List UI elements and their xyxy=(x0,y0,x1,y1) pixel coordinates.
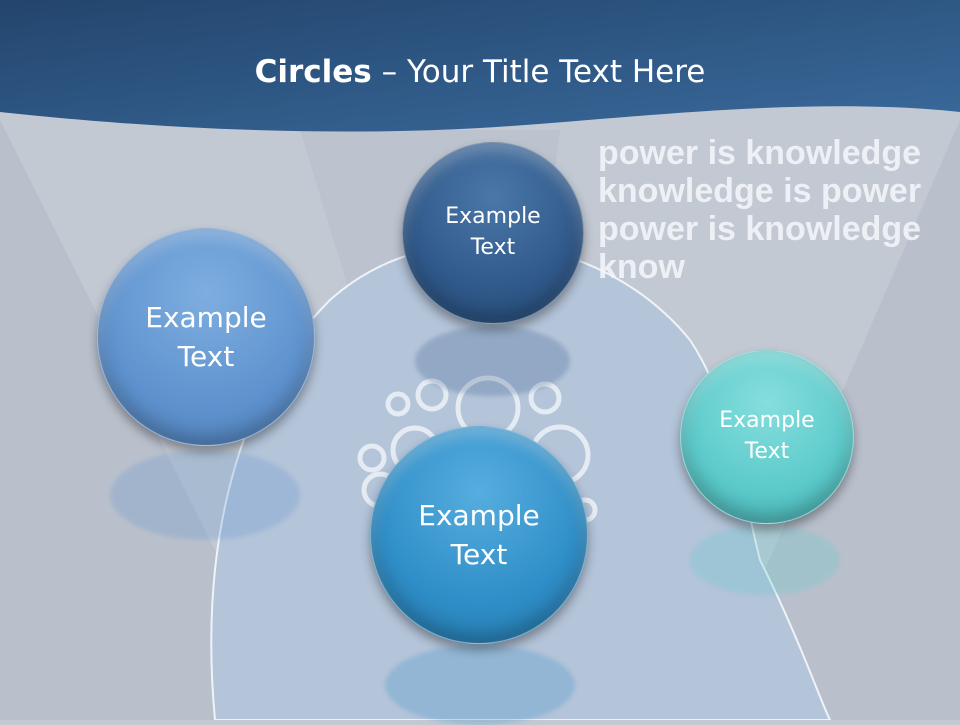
circle-text: Text xyxy=(177,340,235,373)
background-text: power is knowledge knowledge is power po… xyxy=(598,134,922,286)
slide-title: Circles – Your Title Text Here xyxy=(0,54,960,90)
circle-reflection xyxy=(415,326,570,396)
circle-reflection xyxy=(690,525,840,595)
circle-text: Text xyxy=(744,439,790,464)
circle-text: Example xyxy=(418,498,540,532)
circle-reflection xyxy=(110,450,300,540)
circle-text: Example xyxy=(145,300,267,334)
header-band xyxy=(0,0,960,132)
circle-text: Text xyxy=(450,538,508,571)
title-bold: Circles xyxy=(254,54,372,90)
circle-reflection xyxy=(385,645,575,725)
circle-text: Example xyxy=(445,204,541,230)
title-rest: – Your Title Text Here xyxy=(371,54,706,90)
circle-text: Text xyxy=(470,235,516,260)
circle-text: Example xyxy=(719,408,815,434)
